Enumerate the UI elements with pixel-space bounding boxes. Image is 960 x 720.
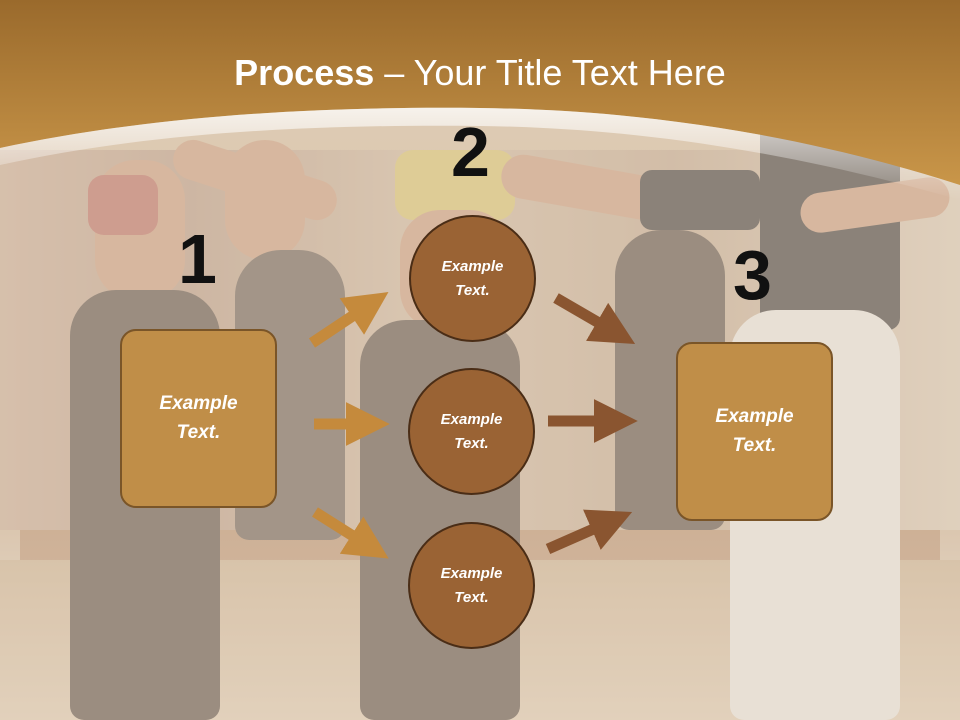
- step-2-top-label: Example Text.: [441, 258, 504, 299]
- step-1-box[interactable]: Example Text.: [120, 329, 277, 508]
- step-2-middle-label: Example Text.: [440, 411, 503, 452]
- header-banner: [0, 0, 960, 200]
- step-1-number: 1: [178, 220, 217, 298]
- step-2-circle-top[interactable]: Example Text.: [409, 215, 536, 342]
- step-3-number: 3: [733, 236, 772, 314]
- slide-title: Process – Your Title Text Here: [0, 52, 960, 94]
- arrow-2-to-3-top: [553, 293, 636, 344]
- title-rest: – Your Title Text Here: [374, 52, 726, 93]
- step-3-box[interactable]: Example Text.: [676, 342, 833, 521]
- step-2-number: 2: [451, 113, 490, 191]
- arrow-2-to-3-bottom: [545, 509, 633, 555]
- title-bold: Process: [234, 52, 375, 93]
- step-2-circle-middle[interactable]: Example Text.: [408, 368, 535, 495]
- step-2-circle-bottom[interactable]: Example Text.: [408, 522, 535, 649]
- arrow-1-to-2-bottom: [312, 507, 389, 559]
- step-3-label: Example Text.: [715, 406, 794, 456]
- arrow-1-to-2-top: [308, 292, 389, 348]
- step-1-label: Example Text.: [159, 393, 238, 443]
- step-2-bottom-label: Example Text.: [440, 565, 503, 606]
